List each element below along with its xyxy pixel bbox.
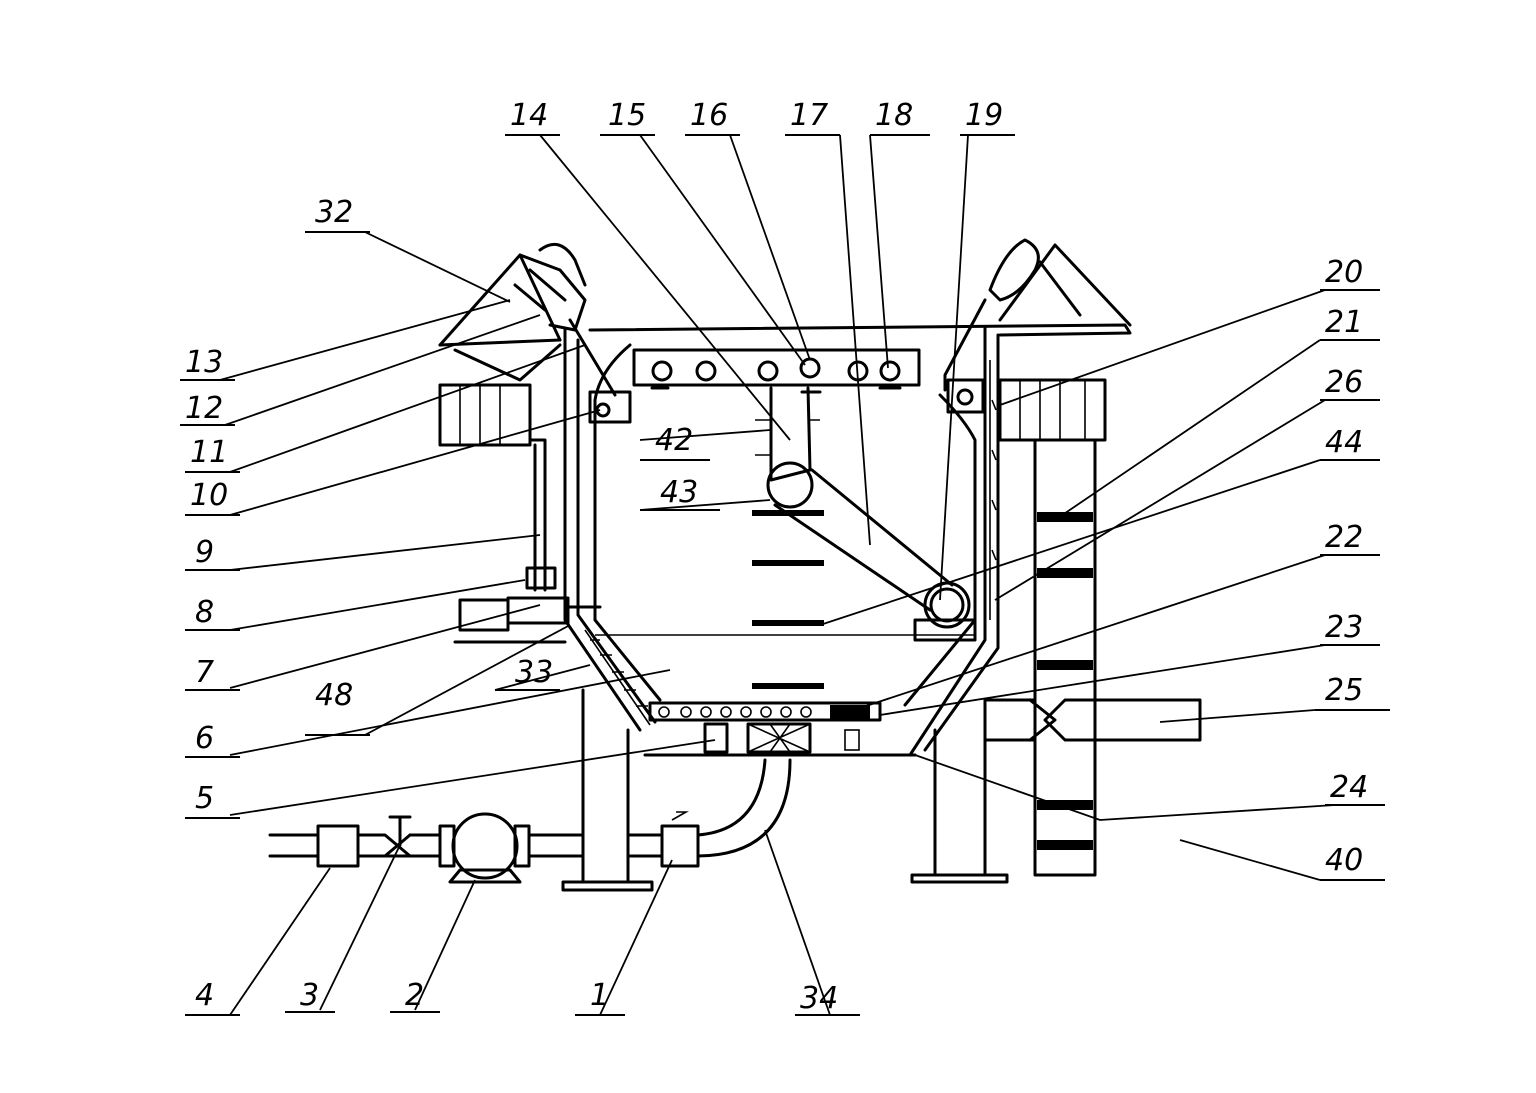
- label-44: 44: [1325, 425, 1363, 460]
- label-1: 1: [590, 978, 609, 1013]
- label-11: 11: [190, 435, 228, 470]
- label-43: 43: [660, 475, 698, 510]
- swivel-chute: [755, 386, 977, 642]
- label-6: 6: [195, 721, 214, 756]
- tank-body: [563, 323, 1132, 757]
- label-18: 18: [875, 98, 913, 133]
- label-2: 2: [405, 978, 424, 1013]
- label-23: 23: [1325, 610, 1363, 645]
- label-24: 24: [1330, 770, 1368, 805]
- label-9: 9: [195, 535, 214, 570]
- label-48: 48: [315, 678, 353, 713]
- label-10: 10: [190, 478, 228, 513]
- label-32: 32: [315, 195, 353, 230]
- label-15: 15: [608, 98, 646, 133]
- label-42: 42: [655, 423, 693, 458]
- label-14: 14: [510, 98, 548, 133]
- label-20: 20: [1325, 255, 1363, 290]
- label-34: 34: [800, 981, 838, 1016]
- label-21: 21: [1325, 305, 1363, 340]
- piping: [268, 758, 792, 884]
- label-8: 8: [195, 595, 214, 630]
- label-19: 19: [965, 98, 1003, 133]
- label-22: 22: [1325, 520, 1363, 555]
- label-40: 40: [1325, 843, 1363, 878]
- label-13: 13: [185, 345, 223, 380]
- support-legs: [561, 688, 1009, 892]
- label-3: 3: [300, 978, 319, 1013]
- right-conveyor: [983, 438, 1202, 877]
- label-7: 7: [195, 655, 214, 690]
- label-16: 16: [690, 98, 728, 133]
- leader-lines: [219, 134, 1336, 1016]
- left-motor-frame: [438, 242, 632, 644]
- label-4: 4: [195, 978, 214, 1013]
- label-5: 5: [195, 781, 214, 816]
- label-25: 25: [1325, 673, 1363, 708]
- spray-bar: [632, 348, 921, 394]
- right-motor-frame: [943, 238, 1132, 442]
- label-17: 17: [790, 98, 828, 133]
- label-33: 33: [515, 655, 553, 690]
- label-12: 12: [185, 391, 223, 426]
- label-26: 26: [1325, 365, 1363, 400]
- reference-labels: 1 2 3 4 5 6 7 8 9 10 11 12 13 32 14 15 1…: [180, 98, 1390, 1016]
